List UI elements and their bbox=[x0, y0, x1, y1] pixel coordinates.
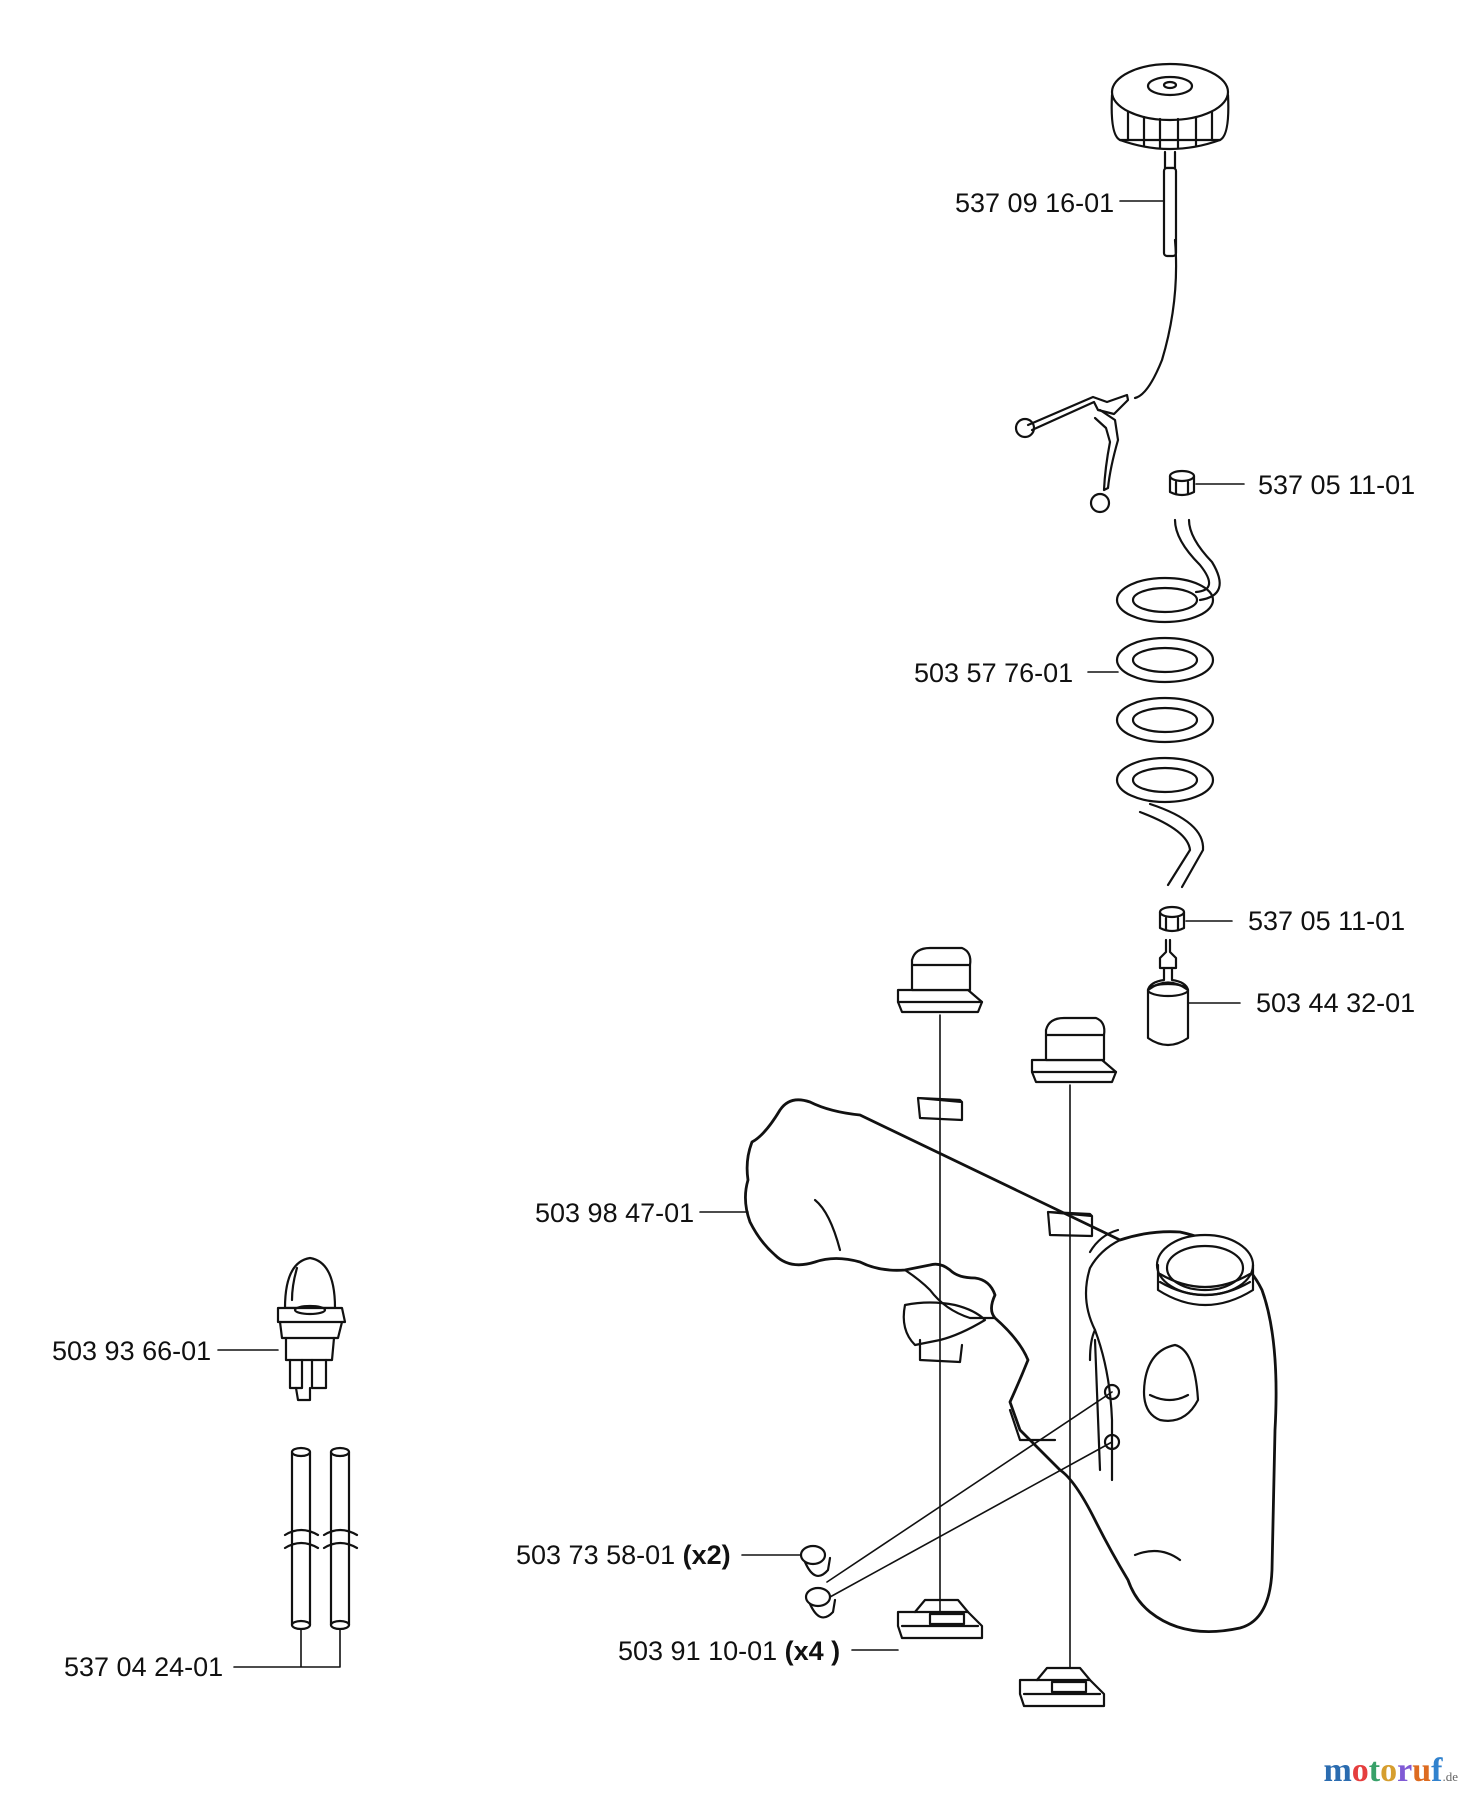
hose-clamp-top-icon bbox=[1168, 469, 1196, 497]
part-number: 537 09 16-01 bbox=[955, 188, 1115, 218]
part-number: 503 91 10-01 bbox=[618, 1636, 778, 1666]
rubber-mount-bottom-right-icon bbox=[1018, 1666, 1106, 1708]
part-label-hose-clamp-top: 537 05 11-01 bbox=[1258, 470, 1415, 500]
fuel-lines-icon bbox=[283, 1446, 359, 1631]
watermark-letter: r bbox=[1397, 1752, 1413, 1789]
part-number: 537 05 11-01 bbox=[1258, 470, 1416, 500]
rubber-mount-top-right-icon bbox=[1030, 1016, 1118, 1084]
part-number: 503 93 66-01 bbox=[52, 1336, 212, 1366]
grommet-lower-icon bbox=[804, 1586, 837, 1619]
watermark-suffix: .de bbox=[1442, 1769, 1458, 1784]
part-quantity: (x4 ) bbox=[784, 1636, 841, 1666]
part-number: 537 05 11-01 bbox=[1248, 906, 1406, 936]
watermark-letter: o bbox=[1380, 1752, 1398, 1789]
watermark-letter: m bbox=[1323, 1752, 1352, 1789]
part-number: 503 73 58-01 bbox=[516, 1540, 676, 1570]
watermark-letter: f bbox=[1431, 1752, 1443, 1789]
watermark-letter: u bbox=[1412, 1752, 1432, 1789]
part-quantity: (x2) bbox=[682, 1540, 731, 1570]
part-number: 537 04 24-01 bbox=[64, 1652, 224, 1682]
fuel-tank-icon bbox=[744, 1096, 1278, 1633]
part-label-fuel-hose: 503 57 76-01 bbox=[914, 658, 1073, 688]
watermark-letter: o bbox=[1351, 1752, 1369, 1789]
part-label-fuel-lines: 537 04 24-01 bbox=[64, 1652, 223, 1682]
part-number: 503 98 47-01 bbox=[535, 1198, 695, 1228]
primer-bulb-icon bbox=[276, 1256, 347, 1402]
fuel-cap-icon bbox=[1014, 62, 1230, 514]
rubber-mount-top-left-icon bbox=[896, 946, 984, 1014]
watermark-logo: motoruf.de bbox=[1323, 1752, 1458, 1790]
part-label-fuel-filter: 503 44 32-01 bbox=[1256, 988, 1415, 1018]
part-label-primer-bulb: 503 93 66-01 bbox=[52, 1336, 211, 1366]
part-label-rubber-mount: 503 91 10-01 (x4 ) bbox=[618, 1636, 840, 1666]
part-label-fuel-cap: 537 09 16-01 bbox=[955, 188, 1114, 218]
watermark-letter: t bbox=[1368, 1752, 1381, 1789]
fuel-hose-icon bbox=[1115, 518, 1221, 889]
leader-lines bbox=[217, 200, 1245, 1669]
rubber-mount-bottom-left-icon bbox=[896, 1598, 984, 1640]
grommet-upper-icon bbox=[799, 1544, 832, 1577]
part-label-fuel-tank: 503 98 47-01 bbox=[535, 1198, 694, 1228]
fuel-filter-icon bbox=[1146, 938, 1190, 1047]
part-number: 503 44 32-01 bbox=[1256, 988, 1416, 1018]
part-label-grommet: 503 73 58-01 (x2) bbox=[516, 1540, 731, 1570]
part-number: 503 57 76-01 bbox=[914, 658, 1074, 688]
hose-clamp-bottom-icon bbox=[1158, 905, 1186, 933]
part-label-hose-clamp-bottom: 537 05 11-01 bbox=[1248, 906, 1405, 936]
